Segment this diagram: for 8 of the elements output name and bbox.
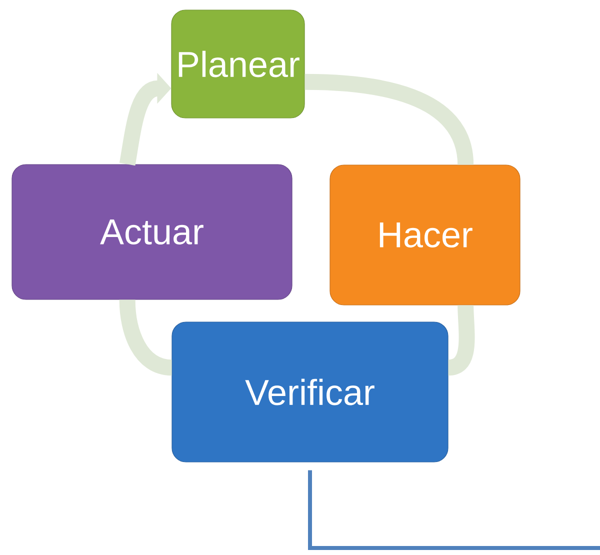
connector-line xyxy=(308,470,600,550)
process-box: Verificar xyxy=(172,322,448,462)
process-box: Actuar xyxy=(12,164,292,300)
cycle-arc xyxy=(119,300,172,376)
cycle-arc xyxy=(304,74,474,166)
cycle-arc xyxy=(447,305,475,376)
process-box: Hacer xyxy=(330,164,520,306)
process-box: Planear xyxy=(171,10,305,118)
